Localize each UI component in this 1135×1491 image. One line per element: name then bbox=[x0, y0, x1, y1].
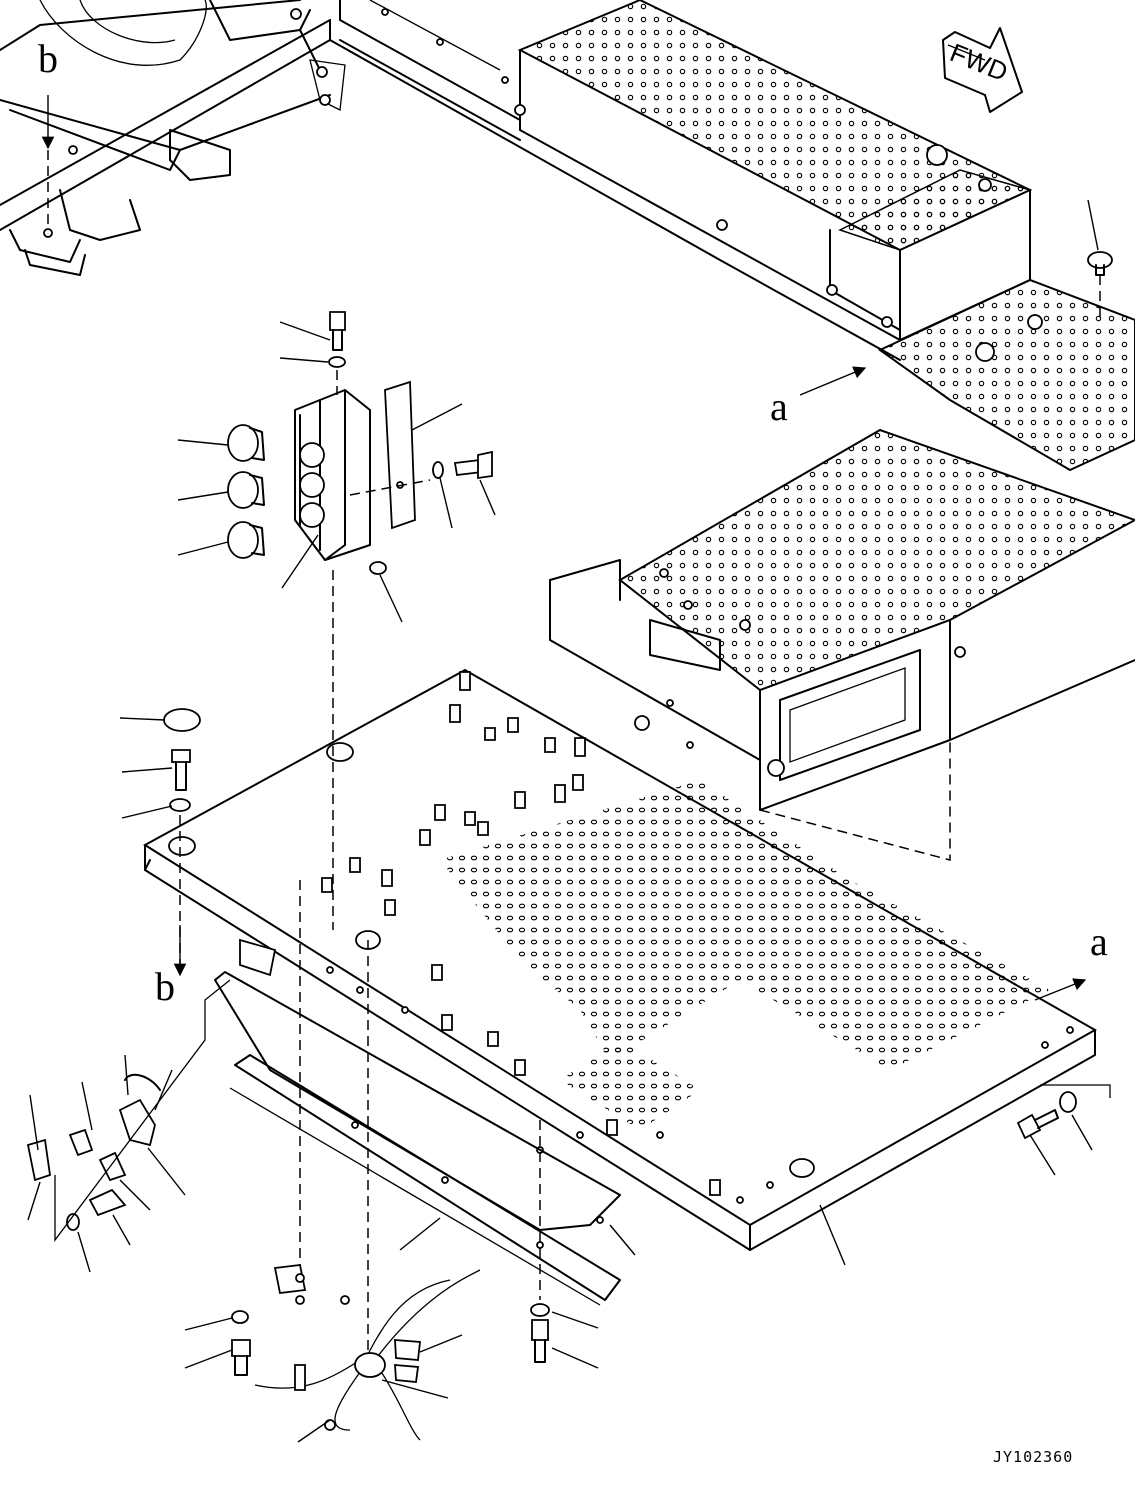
meter-gauges bbox=[227, 424, 265, 559]
view-label-a-top: a bbox=[770, 384, 788, 429]
drawing-code: JY102360 bbox=[993, 1448, 1073, 1466]
view-label-b-left: b bbox=[155, 964, 175, 1009]
top-right-pin bbox=[1087, 199, 1113, 320]
view-label-b-top: b bbox=[38, 36, 58, 81]
left-plug-bolt bbox=[163, 708, 201, 970]
standoff-posts bbox=[321, 671, 721, 1196]
wire-harness bbox=[231, 880, 550, 1441]
fwd-direction-marker: FWD bbox=[942, 27, 1023, 113]
middle-perforated-deck bbox=[878, 278, 1135, 472]
lower-left-bracket-parts bbox=[26, 938, 277, 1242]
view-label-a-right: a bbox=[1090, 919, 1108, 964]
meter-bracket-assembly bbox=[227, 311, 493, 930]
main-floor-plate bbox=[143, 668, 1098, 1251]
lower-side-plates bbox=[214, 971, 621, 1306]
right-perforated-housing bbox=[549, 428, 1135, 861]
leader-lines bbox=[27, 321, 1093, 1443]
upper-frame-structure bbox=[0, 0, 901, 361]
fwd-label: FWD bbox=[946, 37, 1012, 87]
view-arrows bbox=[41, 95, 1087, 1001]
right-bolt-washer bbox=[1016, 1084, 1111, 1140]
upper-perforated-cover bbox=[514, 0, 1033, 341]
